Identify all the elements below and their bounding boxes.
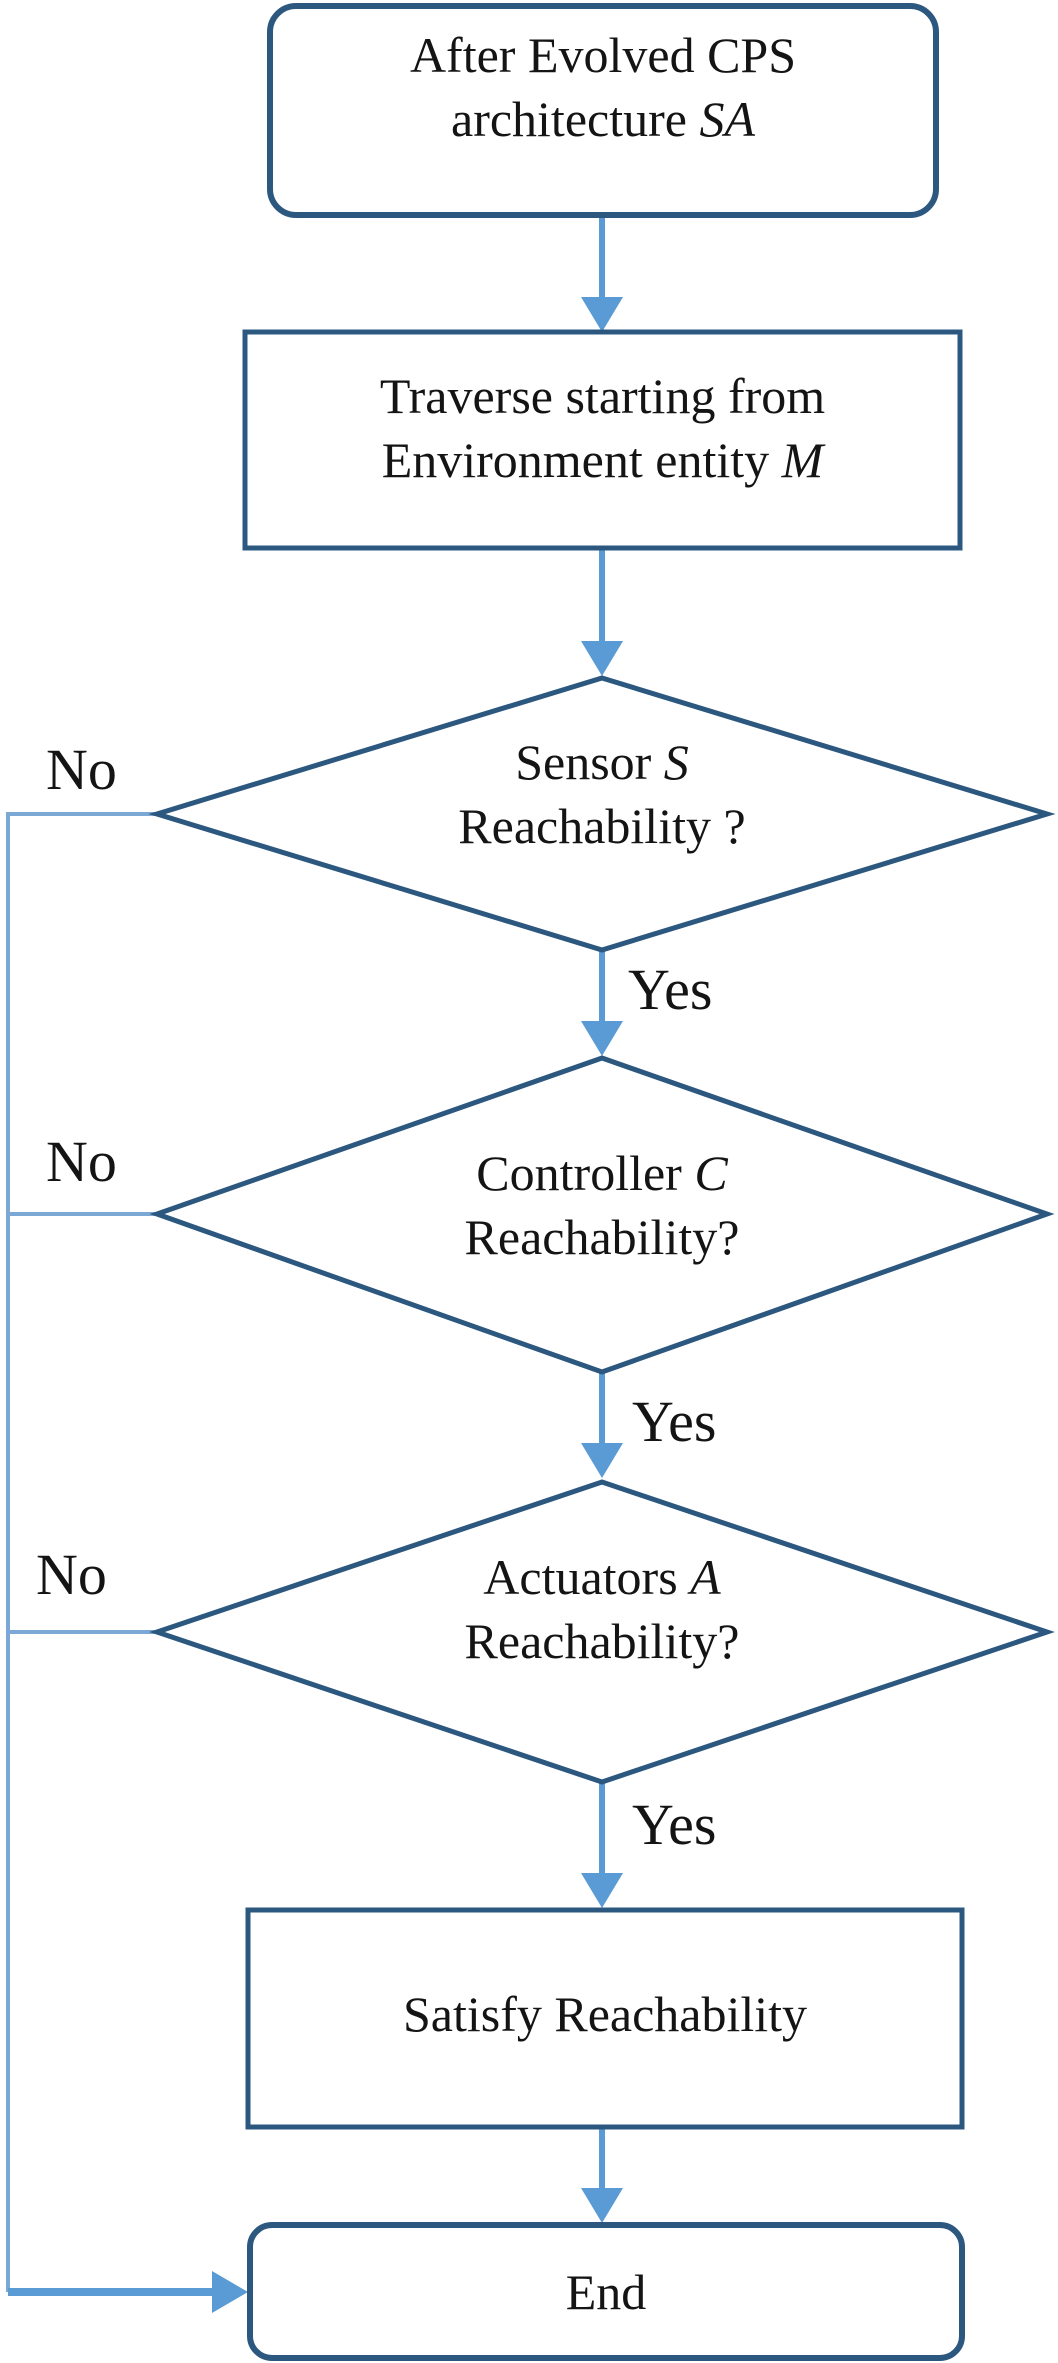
actuators-decision-label: Actuators A Reachability? bbox=[157, 1482, 1047, 1782]
arrow-satisfy-to-end-head bbox=[581, 2188, 623, 2223]
sensor-decision-shape bbox=[148, 675, 1056, 953]
no-label-actuators: No bbox=[36, 1542, 107, 1607]
arrow-no-to-end-head bbox=[212, 2271, 248, 2313]
arrow-yes-sensor-head bbox=[581, 1021, 623, 1056]
controller-line1: Controller C bbox=[476, 1145, 728, 1201]
controller-line2: Reachability? bbox=[464, 1209, 740, 1265]
start-line1: After Evolved CPS bbox=[409, 26, 797, 83]
arrow-start-to-traverse-head bbox=[581, 297, 623, 332]
no-branch-collector-line bbox=[6, 812, 157, 2292]
end-node-shape bbox=[247, 2222, 965, 2361]
start-node-label: After Evolved CPS architecture SA bbox=[270, 6, 936, 215]
satisfy-text: Satisfy Reachability bbox=[402, 1985, 808, 2042]
start-node-shape bbox=[267, 3, 939, 218]
no-label-sensor: No bbox=[46, 737, 117, 802]
actuators-decision-shape bbox=[149, 1479, 1055, 1785]
sensor-decision-label: Sensor S Reachability ? bbox=[157, 678, 1047, 950]
end-text: End bbox=[565, 2263, 647, 2320]
end-node-label: End bbox=[250, 2225, 962, 2358]
arrow-traverse-to-sensor-head bbox=[581, 641, 623, 676]
start-line2: architecture SA bbox=[451, 90, 755, 147]
no-label-controller: No bbox=[46, 1129, 117, 1194]
arrow-yes-actuators-head bbox=[581, 1873, 623, 1908]
traverse-line1: Traverse starting from bbox=[379, 368, 826, 424]
actuators-line2: Reachability? bbox=[464, 1613, 740, 1669]
sensor-line2: Reachability ? bbox=[458, 798, 746, 854]
yes-label-sensor: Yes bbox=[628, 957, 713, 1022]
yes-label-actuators: Yes bbox=[632, 1792, 717, 1857]
actuators-line1: Actuators A bbox=[483, 1549, 721, 1605]
yes-label-controller: Yes bbox=[632, 1389, 717, 1454]
traverse-node-label: Traverse starting from Environment entit… bbox=[245, 332, 960, 548]
satisfy-node-shape bbox=[245, 1907, 965, 2130]
traverse-node-shape bbox=[242, 329, 963, 551]
sensor-line1: Sensor S bbox=[515, 734, 689, 790]
controller-decision-shape bbox=[149, 1055, 1055, 1375]
arrow-yes-controller-head bbox=[581, 1443, 623, 1478]
controller-decision-label: Controller C Reachability? bbox=[157, 1058, 1047, 1372]
traverse-line2: Environment entity M bbox=[381, 432, 824, 488]
satisfy-node-label: Satisfy Reachability bbox=[248, 1910, 962, 2127]
